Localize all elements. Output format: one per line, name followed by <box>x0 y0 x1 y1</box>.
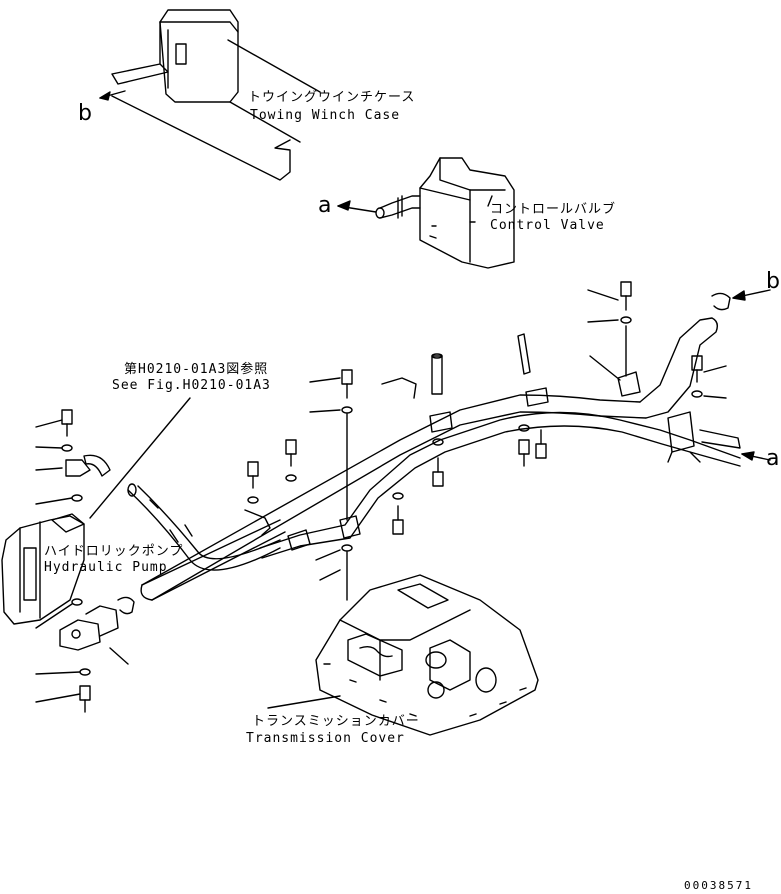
arrow-b-right <box>733 290 770 300</box>
hose-assembly-lower <box>260 413 740 559</box>
leader-towing <box>228 40 320 92</box>
label-towing-winch-case-jp: トウイングウインチケース <box>248 90 416 105</box>
ref-b-top: b <box>78 101 92 126</box>
ref-b-right: b <box>766 269 780 294</box>
label-control-valve-en: Control Valve <box>490 218 605 233</box>
arrow-a-top <box>338 201 376 212</box>
label-control-valve-jp: コントロールバルブ <box>490 202 617 217</box>
drawing-code: 00038571 <box>684 879 753 892</box>
ref-a-top: a <box>318 193 332 218</box>
towing-winch-case <box>112 10 300 180</box>
ref-a-right: a <box>766 446 780 471</box>
label-towing-winch-case-en: Towing Winch Case <box>250 108 401 123</box>
fittings <box>60 293 740 650</box>
leader-lines <box>36 290 726 708</box>
label-hydraulic-pump-en: Hydraulic Pump <box>44 560 168 575</box>
hose-clamps <box>245 334 694 550</box>
hose-sleeve <box>142 500 285 600</box>
label-see-fig-en: See Fig.H0210-01A3 <box>112 378 271 393</box>
label-transmission-cover-en: Transmission Cover <box>246 731 405 746</box>
transmission-cover <box>316 575 538 735</box>
label-hydraulic-pump-jp: ハイドロリックポンプ <box>44 544 184 559</box>
control-valve <box>376 158 514 268</box>
arrow-b-top <box>100 91 125 100</box>
bolts-washers <box>62 282 702 712</box>
label-transmission-cover-jp: トランスミッションカバー <box>252 714 420 729</box>
label-see-fig-jp: 第H0210-01A3図参照 <box>124 362 269 377</box>
arrow-a-right <box>742 452 770 460</box>
hydraulic-pump <box>2 514 84 624</box>
leader-control-valve <box>488 196 492 206</box>
